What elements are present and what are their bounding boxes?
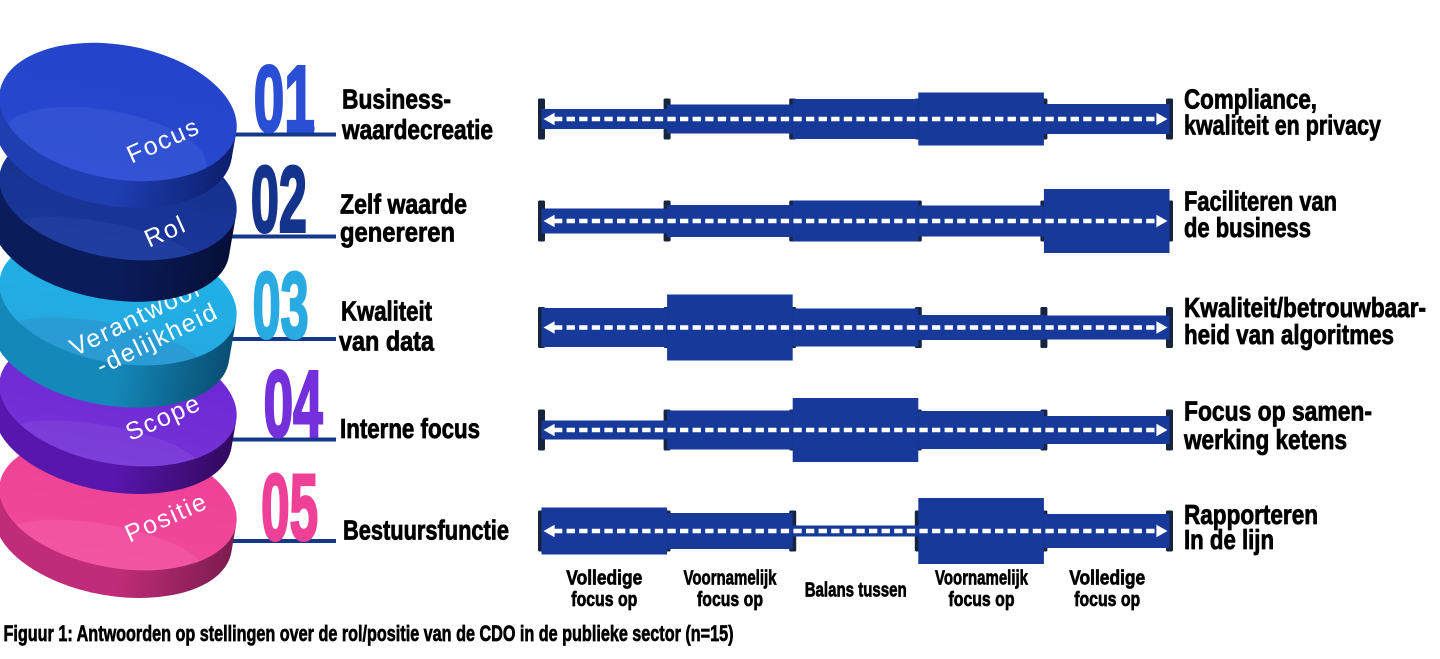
- svg-text:werking ketens: werking ketens: [1183, 424, 1347, 455]
- svg-text:Kwaliteit/betrouwbaar-: Kwaliteit/betrouwbaar-: [1184, 292, 1426, 323]
- svg-text:genereren: genereren: [340, 216, 455, 247]
- svg-text:Kwaliteit: Kwaliteit: [341, 296, 432, 327]
- svg-text:03: 03: [253, 253, 309, 358]
- svg-text:Volledige: Volledige: [566, 568, 642, 590]
- svg-text:focus op: focus op: [571, 589, 637, 611]
- svg-text:Rapporteren: Rapporteren: [1184, 499, 1318, 530]
- svg-text:van data: van data: [339, 325, 434, 356]
- svg-text:04: 04: [264, 351, 323, 456]
- svg-text:waardecreatie: waardecreatie: [341, 114, 493, 145]
- svg-text:Zelf waarde: Zelf waarde: [340, 189, 467, 220]
- svg-text:Compliance,: Compliance,: [1184, 83, 1317, 114]
- svg-text:Bestuursfunctie: Bestuursfunctie: [343, 515, 509, 546]
- svg-text:05: 05: [261, 454, 318, 559]
- svg-text:Focus op samen-: Focus op samen-: [1184, 395, 1372, 426]
- svg-text:Business-: Business-: [342, 83, 451, 114]
- svg-text:kwaliteit en privacy: kwaliteit en privacy: [1184, 110, 1381, 141]
- svg-text:Interne focus: Interne focus: [340, 413, 480, 444]
- svg-text:Figuur 1: Antwoorden op stelli: Figuur 1: Antwoorden op stellingen over …: [4, 621, 734, 646]
- svg-text:Balans tussen: Balans tussen: [805, 580, 907, 602]
- svg-text:heid van algoritmes: heid van algoritmes: [1184, 319, 1394, 350]
- svg-text:01: 01: [254, 46, 315, 151]
- svg-text:focus op: focus op: [697, 589, 763, 611]
- svg-text:Volledige: Volledige: [1069, 568, 1145, 590]
- svg-text:focus op: focus op: [1074, 589, 1140, 611]
- svg-text:Voornamelijk: Voornamelijk: [935, 568, 1029, 590]
- svg-text:Voornamelijk: Voornamelijk: [684, 568, 778, 590]
- svg-text:02: 02: [251, 147, 307, 252]
- svg-text:In de lijn: In de lijn: [1184, 524, 1274, 555]
- svg-text:focus op: focus op: [949, 589, 1015, 611]
- svg-text:Faciliteren van: Faciliteren van: [1184, 186, 1337, 217]
- svg-text:de business: de business: [1184, 212, 1311, 243]
